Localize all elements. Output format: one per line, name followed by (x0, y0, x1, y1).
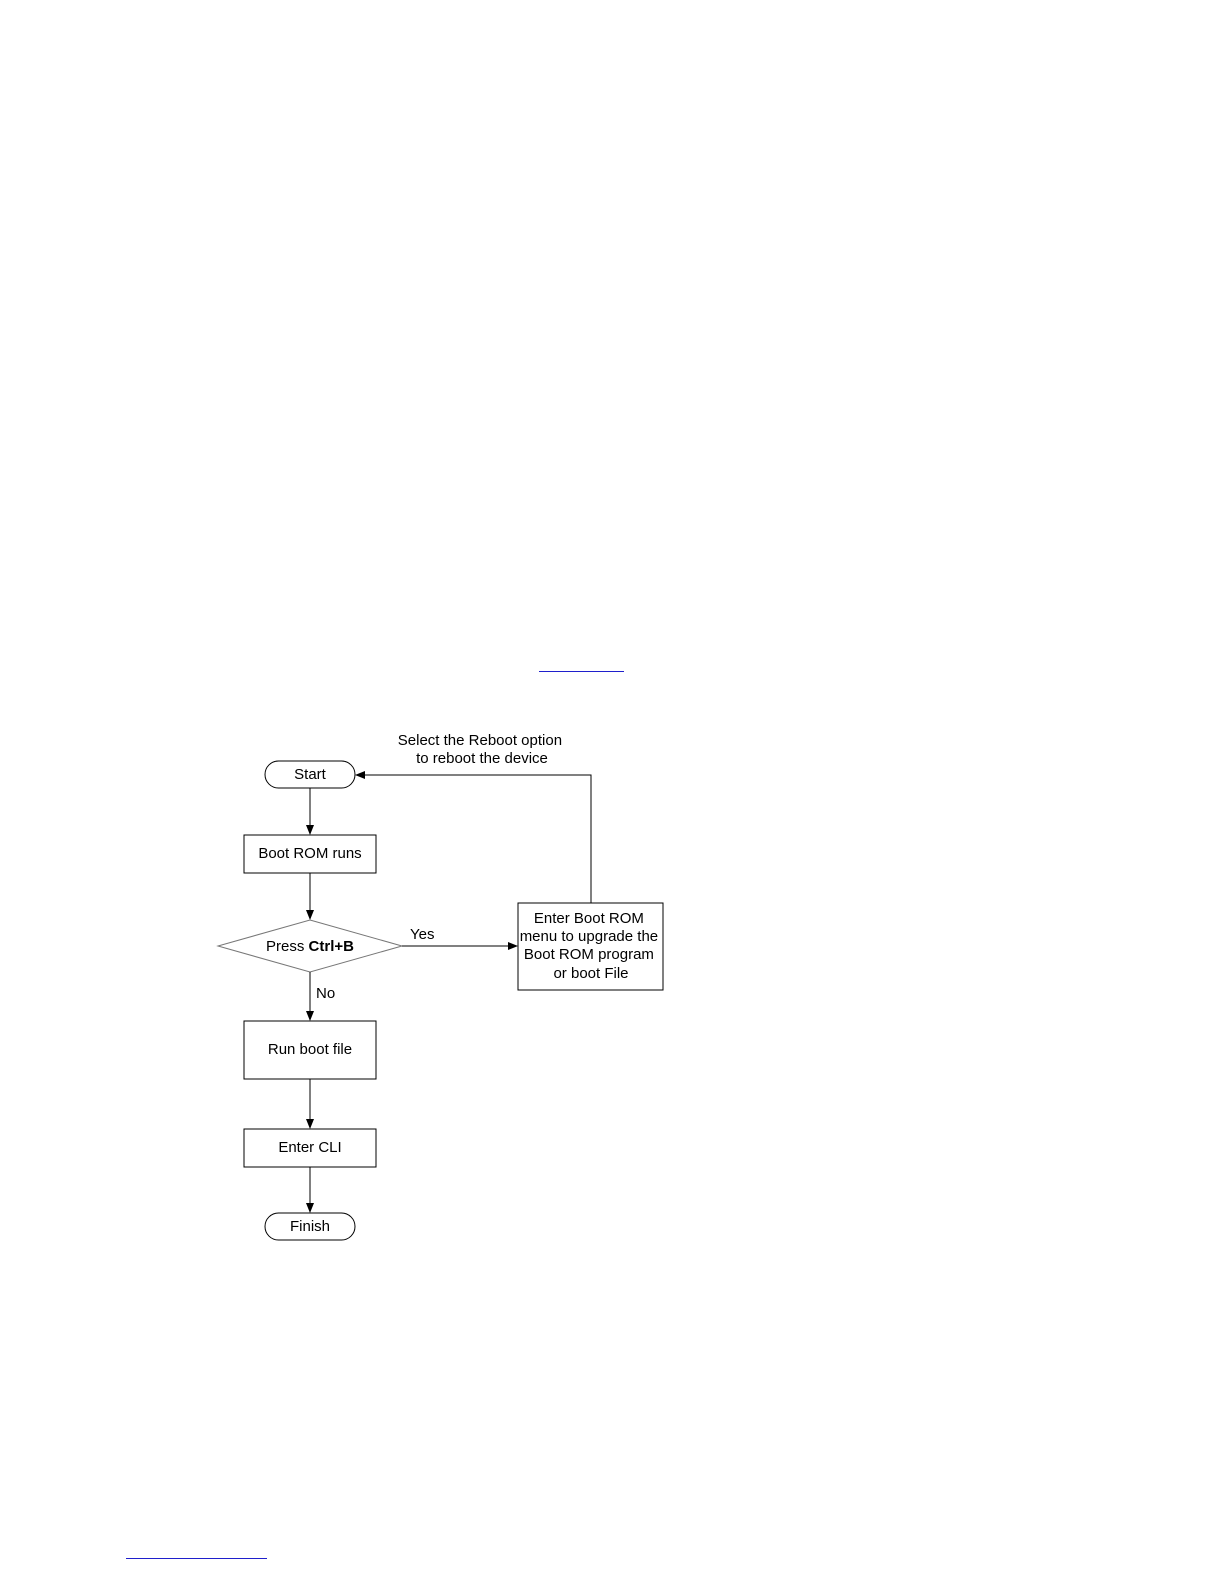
boot-rom-menu-line-3: Boot ROM program (524, 946, 654, 963)
reboot-note-line-2: to reboot the device (416, 750, 548, 767)
enter-cli-box: Enter CLI (244, 1129, 376, 1167)
finish-terminal: Finish (265, 1213, 355, 1240)
start-label: Start (294, 766, 327, 783)
start-terminal: Start (265, 761, 355, 788)
decision-key: Ctrl+B (309, 938, 355, 955)
boot-rom-menu-line-1: Enter Boot ROM (534, 910, 644, 927)
run-boot-file-box: Run boot file (244, 1021, 376, 1079)
run-boot-file-label: Run boot file (268, 1041, 352, 1058)
reboot-note-line-1: Select the Reboot option (398, 732, 562, 749)
arrow-reboot-loop (356, 775, 591, 903)
boot-rom-menu-line-4: or boot File (553, 965, 628, 982)
reboot-note: Select the Reboot option to reboot the d… (398, 732, 566, 767)
decision-label: Press Ctrl+B (266, 938, 354, 955)
boot-rom-runs-box: Boot ROM runs (244, 835, 376, 873)
boot-rom-menu-line-2: menu to upgrade the (520, 928, 658, 945)
boot-rom-menu-box: Enter Boot ROM menu to upgrade the Boot … (518, 903, 663, 990)
decision-prefix: Press (266, 938, 309, 955)
enter-cli-label: Enter CLI (278, 1139, 341, 1156)
no-label: No (316, 985, 335, 1002)
finish-label: Finish (290, 1218, 330, 1235)
ctrl-b-decision: Press Ctrl+B (218, 920, 402, 972)
boot-rom-runs-label: Boot ROM runs (258, 845, 361, 862)
yes-label: Yes (410, 926, 434, 943)
